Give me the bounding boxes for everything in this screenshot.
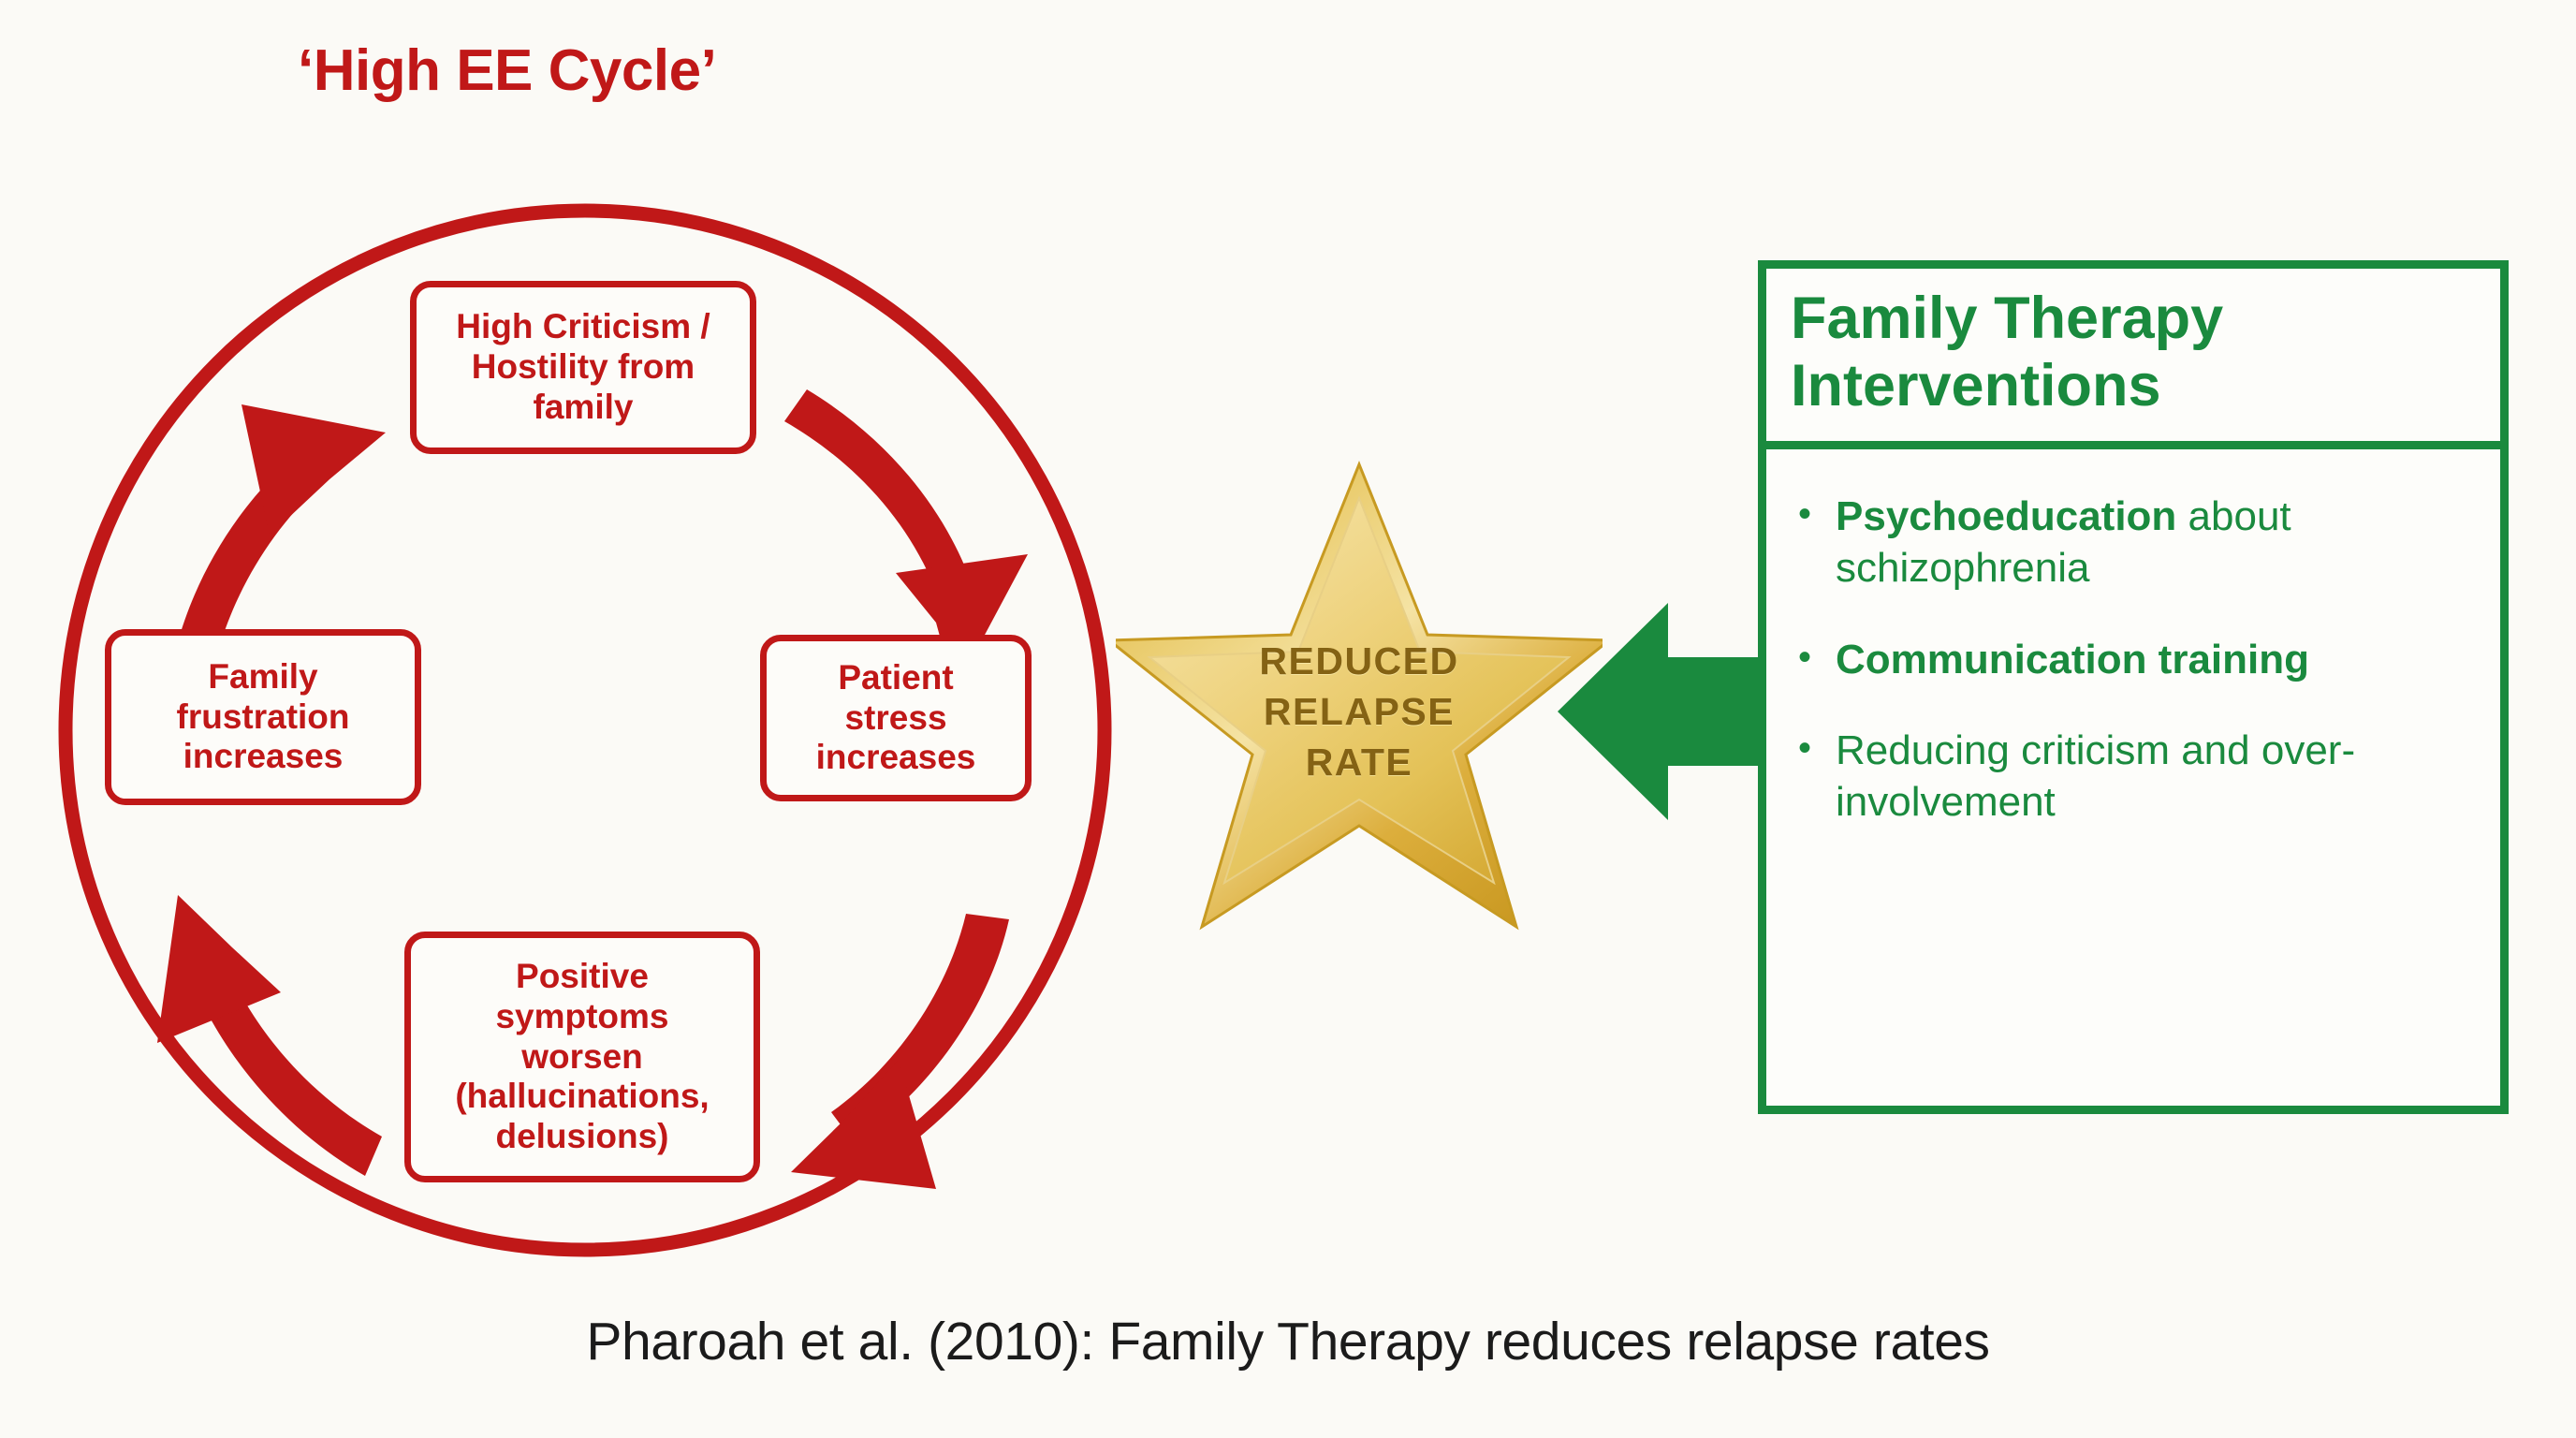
list-item-body: Psychoeducation about schizophrenia xyxy=(1836,491,2472,594)
list-item-regular: Reducing criticism and over-involvement xyxy=(1836,726,2356,826)
cycle-node-label: Positive symptoms worsen (hallucinations… xyxy=(455,956,710,1156)
list-item-strong: Psychoeducation xyxy=(1836,492,2177,539)
arrow-symptoms-to-frustration xyxy=(157,895,382,1176)
star-icon xyxy=(1105,460,1614,931)
cycle-title: ‘High EE Cycle’ xyxy=(298,38,717,103)
figure-caption: Pharoah et al. (2010): Family Therapy re… xyxy=(586,1312,1990,1372)
interventions-list: • Psychoeducation about schizophrenia • … xyxy=(1766,449,2500,1106)
bullet-icon: • xyxy=(1798,726,1812,769)
bullet-icon: • xyxy=(1798,636,1812,678)
list-item-body: Reducing criticism and over-involvement xyxy=(1836,725,2472,829)
high-ee-cycle-graphic xyxy=(58,203,1112,1257)
cycle-node-family-frustration[interactable]: Family frustration increases xyxy=(105,629,421,805)
arrow-stress-to-symptoms xyxy=(791,914,1009,1189)
cycle-node-label: High Criticism / Hostility from family xyxy=(456,307,710,426)
reduced-relapse-rate-star: REDUCED RELAPSE RATE xyxy=(1105,457,1614,934)
bullet-icon: • xyxy=(1798,492,1812,535)
list-item: • Reducing criticism and over-involvemen… xyxy=(1798,725,2472,829)
list-item: • Communication training xyxy=(1798,634,2472,685)
list-item-body: Communication training xyxy=(1836,634,2472,685)
list-item: • Psychoeducation about schizophrenia xyxy=(1798,491,2472,594)
family-therapy-interventions-panel: Family Therapy Interventions • Psychoedu… xyxy=(1758,260,2509,1114)
cycle-node-label: Patient stress increases xyxy=(815,657,976,777)
list-item-strong: Communication training xyxy=(1836,636,2309,682)
panel-title: Family Therapy Interventions xyxy=(1766,269,2500,449)
cycle-node-label: Family frustration increases xyxy=(176,656,350,776)
cycle-node-high-criticism[interactable]: High Criticism / Hostility from family xyxy=(410,281,756,454)
list-item-regular: about schizophrenia xyxy=(1836,492,2291,592)
arrow-criticism-to-stress xyxy=(784,389,1028,691)
intervention-to-outcome-arrow-icon xyxy=(1558,603,1797,820)
cycle-node-patient-stress[interactable]: Patient stress increases xyxy=(760,635,1032,801)
cycle-node-positive-symptoms[interactable]: Positive symptoms worsen (hallucinations… xyxy=(404,932,760,1182)
cycle-ring xyxy=(58,203,1112,1257)
